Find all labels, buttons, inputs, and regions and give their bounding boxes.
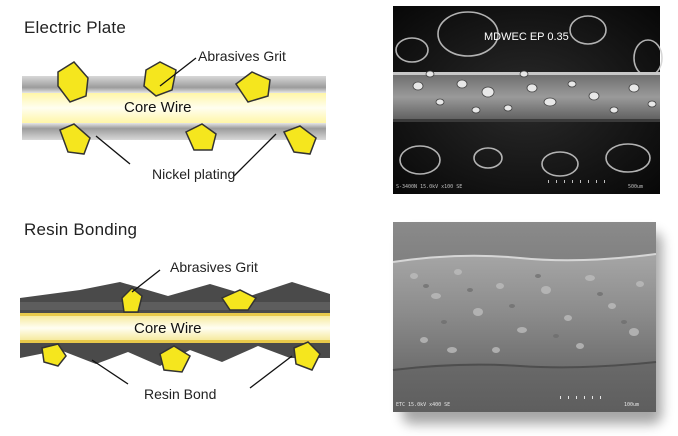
resin-bonding-heading: Resin Bonding <box>24 220 138 239</box>
sem2-scale-bar <box>560 396 601 399</box>
abrasive-grit <box>220 289 258 311</box>
nickel-leader-line-right <box>233 133 277 177</box>
sem-footer-left-text: S-3400N 15.0kV x100 SE <box>396 184 462 190</box>
resin-bond-label: Resin Bond <box>144 386 217 402</box>
core-wire-label: Core Wire <box>124 99 192 116</box>
abrasive-grit <box>143 61 177 97</box>
sem-title-text: MDWEC EP 0.35 <box>484 31 569 43</box>
sem-footer-right-text: 500um <box>628 184 643 190</box>
abrasive-grit <box>159 345 191 373</box>
nickel-plating-label: Nickel plating <box>152 166 236 182</box>
resin-leader-line-left <box>91 359 129 385</box>
sem-image-resin: ETC 15.0kV x400 SE 100um <box>392 222 662 424</box>
grit-leader-line-resin <box>131 269 161 293</box>
sem2-footer-right-text: 100um <box>624 402 639 408</box>
sem-scale-bar <box>548 180 605 183</box>
abrasive-grit <box>185 123 217 151</box>
abrasives-grit-label: Abrasives Grit <box>198 48 286 64</box>
abrasives-grit-resin-label: Abrasives Grit <box>170 259 258 275</box>
abrasive-grit <box>59 123 91 155</box>
core-wire-resin-label: Core Wire <box>134 320 202 337</box>
nickel-leader-line-left <box>95 135 131 165</box>
core-wire-stripe <box>20 313 330 316</box>
abrasive-grit <box>57 61 89 103</box>
core-wire-resin <box>20 313 330 343</box>
abrasive-grit <box>282 125 317 155</box>
sem2-footer-left-text: ETC 15.0kV x400 SE <box>396 402 450 408</box>
sem-image-electroplated: MDWEC EP 0.35 S-3400N 15.0kV x100 SE 500… <box>393 6 663 194</box>
electric-plate-heading: Electric Plate <box>24 18 127 37</box>
abrasive-grit <box>41 343 67 367</box>
resin-leader-line-right <box>249 355 293 389</box>
abrasive-grit <box>234 71 271 103</box>
abrasive-grit <box>121 286 143 313</box>
abrasive-grit <box>293 341 321 371</box>
core-wire-stripe <box>20 340 330 343</box>
resin-bond-shade <box>20 302 330 310</box>
grit-leader-line <box>159 57 197 87</box>
